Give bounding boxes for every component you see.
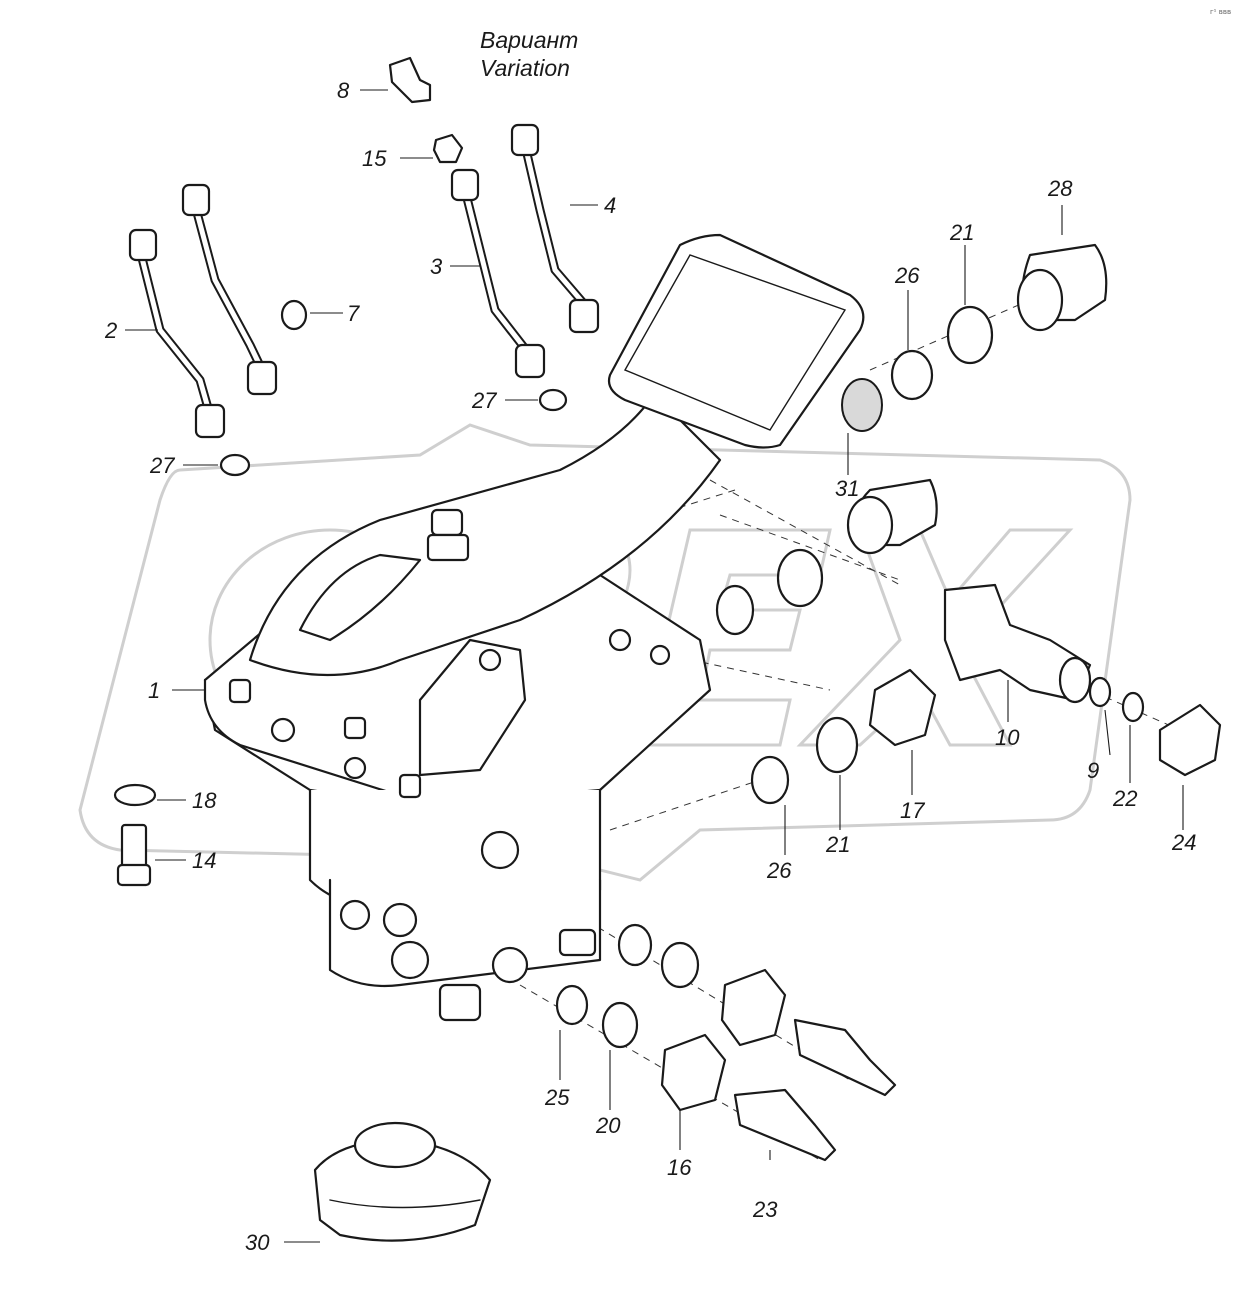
small-fittings — [113, 56, 568, 887]
callout-23: 23 — [752, 1197, 778, 1222]
callout-15: 15 — [362, 146, 387, 171]
pipes — [128, 123, 600, 439]
callout-3: 3 — [430, 254, 443, 279]
callout-21a: 21 — [949, 220, 974, 245]
callout-labels: 1 2 3 4 7 8 9 10 14 15 16 17 18 20 21 21… — [104, 78, 1196, 1255]
right-fittings — [715, 243, 1222, 805]
callout-30: 30 — [245, 1230, 270, 1255]
callout-25: 25 — [544, 1085, 570, 1110]
callout-27b: 27 — [149, 453, 175, 478]
callout-8: 8 — [337, 78, 350, 103]
callout-22: 22 — [1112, 786, 1137, 811]
callout-27a: 27 — [471, 388, 497, 413]
callout-20: 20 — [595, 1113, 621, 1138]
variation-title-ru: Вариант — [480, 27, 578, 53]
lower-fittings — [313, 923, 897, 1242]
brake-valve-body — [203, 233, 865, 1022]
callout-18: 18 — [192, 788, 217, 813]
callout-24: 24 — [1171, 830, 1196, 855]
callout-14: 14 — [192, 848, 216, 873]
callout-10: 10 — [995, 725, 1020, 750]
corner-mark: г¹ ввв — [1210, 8, 1231, 16]
callout-1: 1 — [148, 678, 160, 703]
callout-26b: 26 — [766, 858, 792, 883]
leader-lines — [125, 89, 1184, 1243]
callout-26a: 26 — [894, 263, 920, 288]
callout-9: 9 — [1087, 758, 1099, 783]
callout-17: 17 — [900, 798, 925, 823]
callout-21b: 21 — [825, 832, 850, 857]
callout-4: 4 — [604, 193, 616, 218]
variation-title-en: Variation — [480, 55, 570, 81]
callout-7: 7 — [347, 301, 360, 326]
callout-28: 28 — [1047, 176, 1073, 201]
callout-16: 16 — [667, 1155, 692, 1180]
callout-2: 2 — [104, 318, 117, 343]
callout-31: 31 — [835, 476, 859, 501]
